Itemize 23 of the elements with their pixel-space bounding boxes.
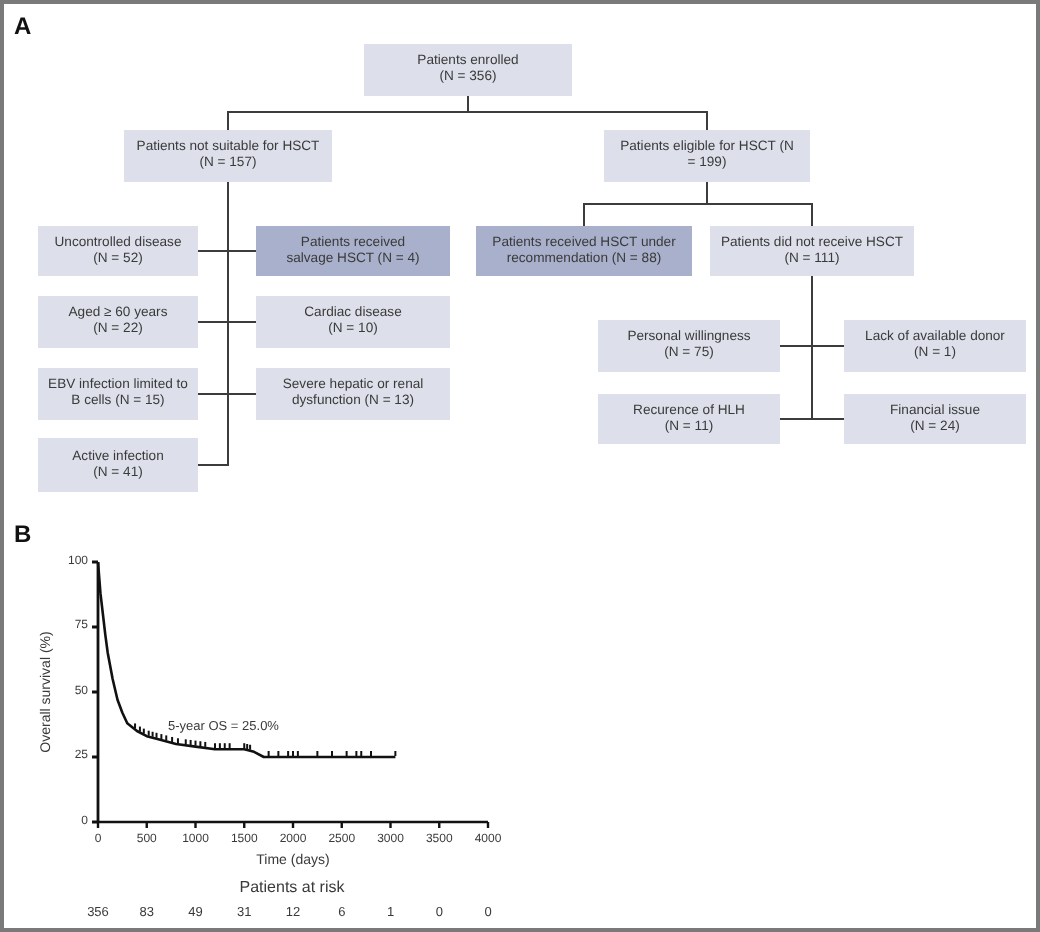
flow-box <box>598 394 780 444</box>
connector-line <box>467 95 708 131</box>
connector-line <box>811 275 845 420</box>
flow-box <box>38 296 198 348</box>
flow-box <box>476 226 692 276</box>
flow-box <box>124 130 332 182</box>
flow-box <box>710 226 914 276</box>
table-heading: Patients at risk <box>239 880 345 898</box>
connector-line <box>706 181 813 227</box>
panel-letter: A <box>14 14 32 41</box>
flow-box <box>844 394 1026 444</box>
flow-box <box>38 226 198 276</box>
flow-box <box>256 368 450 420</box>
connector-line <box>197 181 229 466</box>
flow-box <box>256 226 450 276</box>
flow-box <box>38 438 198 492</box>
flow-box <box>598 320 780 372</box>
flow-box <box>604 130 810 182</box>
flow-box <box>256 296 450 348</box>
flow-box <box>844 320 1026 372</box>
panel-letter: B <box>14 522 32 549</box>
flow-box <box>38 368 198 420</box>
flow-box <box>364 44 572 96</box>
